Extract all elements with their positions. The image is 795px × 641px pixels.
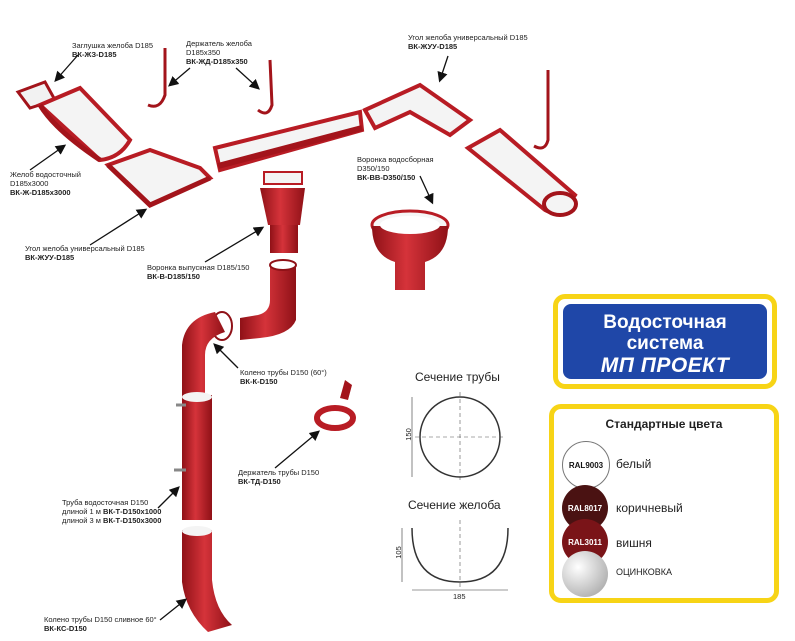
- color-name-white: белый: [616, 457, 652, 471]
- callout-arrows: [29, 54, 449, 621]
- drain-elbow: [182, 526, 232, 632]
- gutter-holder-2: [257, 59, 274, 115]
- gutter-right: [464, 127, 578, 217]
- pipe-section-title: Сечение трубы: [415, 370, 500, 384]
- label-pipe: Труба водосточная D150 длиной 1 м ВК-Т-D…: [62, 498, 162, 525]
- gutter-section-height: 105: [393, 546, 403, 559]
- gutter-middle: [212, 109, 365, 173]
- pipe-section-drawing: [411, 392, 505, 482]
- color-swatch-galvanized: [562, 551, 608, 597]
- gutter-left: [36, 85, 133, 163]
- collector-funnel: [370, 209, 450, 290]
- color-name-brown: коричневый: [616, 501, 683, 515]
- outlet-funnel: [260, 171, 305, 253]
- color-name-cherry: вишня: [616, 536, 652, 550]
- gutter-section-title: Сечение желоба: [408, 498, 501, 512]
- brand-logo-text: МП ПРОЕКТ: [600, 354, 730, 377]
- gutter-holder-1: [147, 48, 167, 108]
- label-pipe-elbow: Колено трубы D150 (60°)ВК-К-D150: [240, 368, 327, 386]
- colors-title: Стандартные цвета: [605, 417, 723, 431]
- brand-line-2: система: [626, 333, 704, 354]
- color-name-galvanized: ОЦИНКОВКА: [616, 567, 673, 577]
- color-swatch-white: RAL9003: [562, 441, 610, 489]
- brand-panel: Водосточная система МП ПРОЕКТ: [563, 304, 767, 379]
- downpipe: [174, 392, 212, 520]
- label-drain-elbow: Колено трубы D150 сливное 60°ВК-КС-D150: [44, 615, 157, 633]
- brand-box: Водосточная система МП ПРОЕКТ: [553, 294, 777, 389]
- gutter-corner-top: [362, 82, 474, 138]
- standard-colors-box: Стандартные цвета RAL9003 белый RAL8017 …: [549, 404, 779, 603]
- gutter-corner-left: [104, 147, 214, 208]
- brand-line-1: Водосточная: [603, 312, 727, 333]
- pipe-section-dimension: 150: [403, 428, 413, 441]
- gutter-section-drawing: [401, 520, 509, 591]
- pipe-holder: [314, 380, 356, 431]
- gutter-holder-3: [533, 70, 550, 150]
- gutter-section-width: 185: [453, 592, 466, 601]
- pipe-elbow-upper: [182, 312, 225, 395]
